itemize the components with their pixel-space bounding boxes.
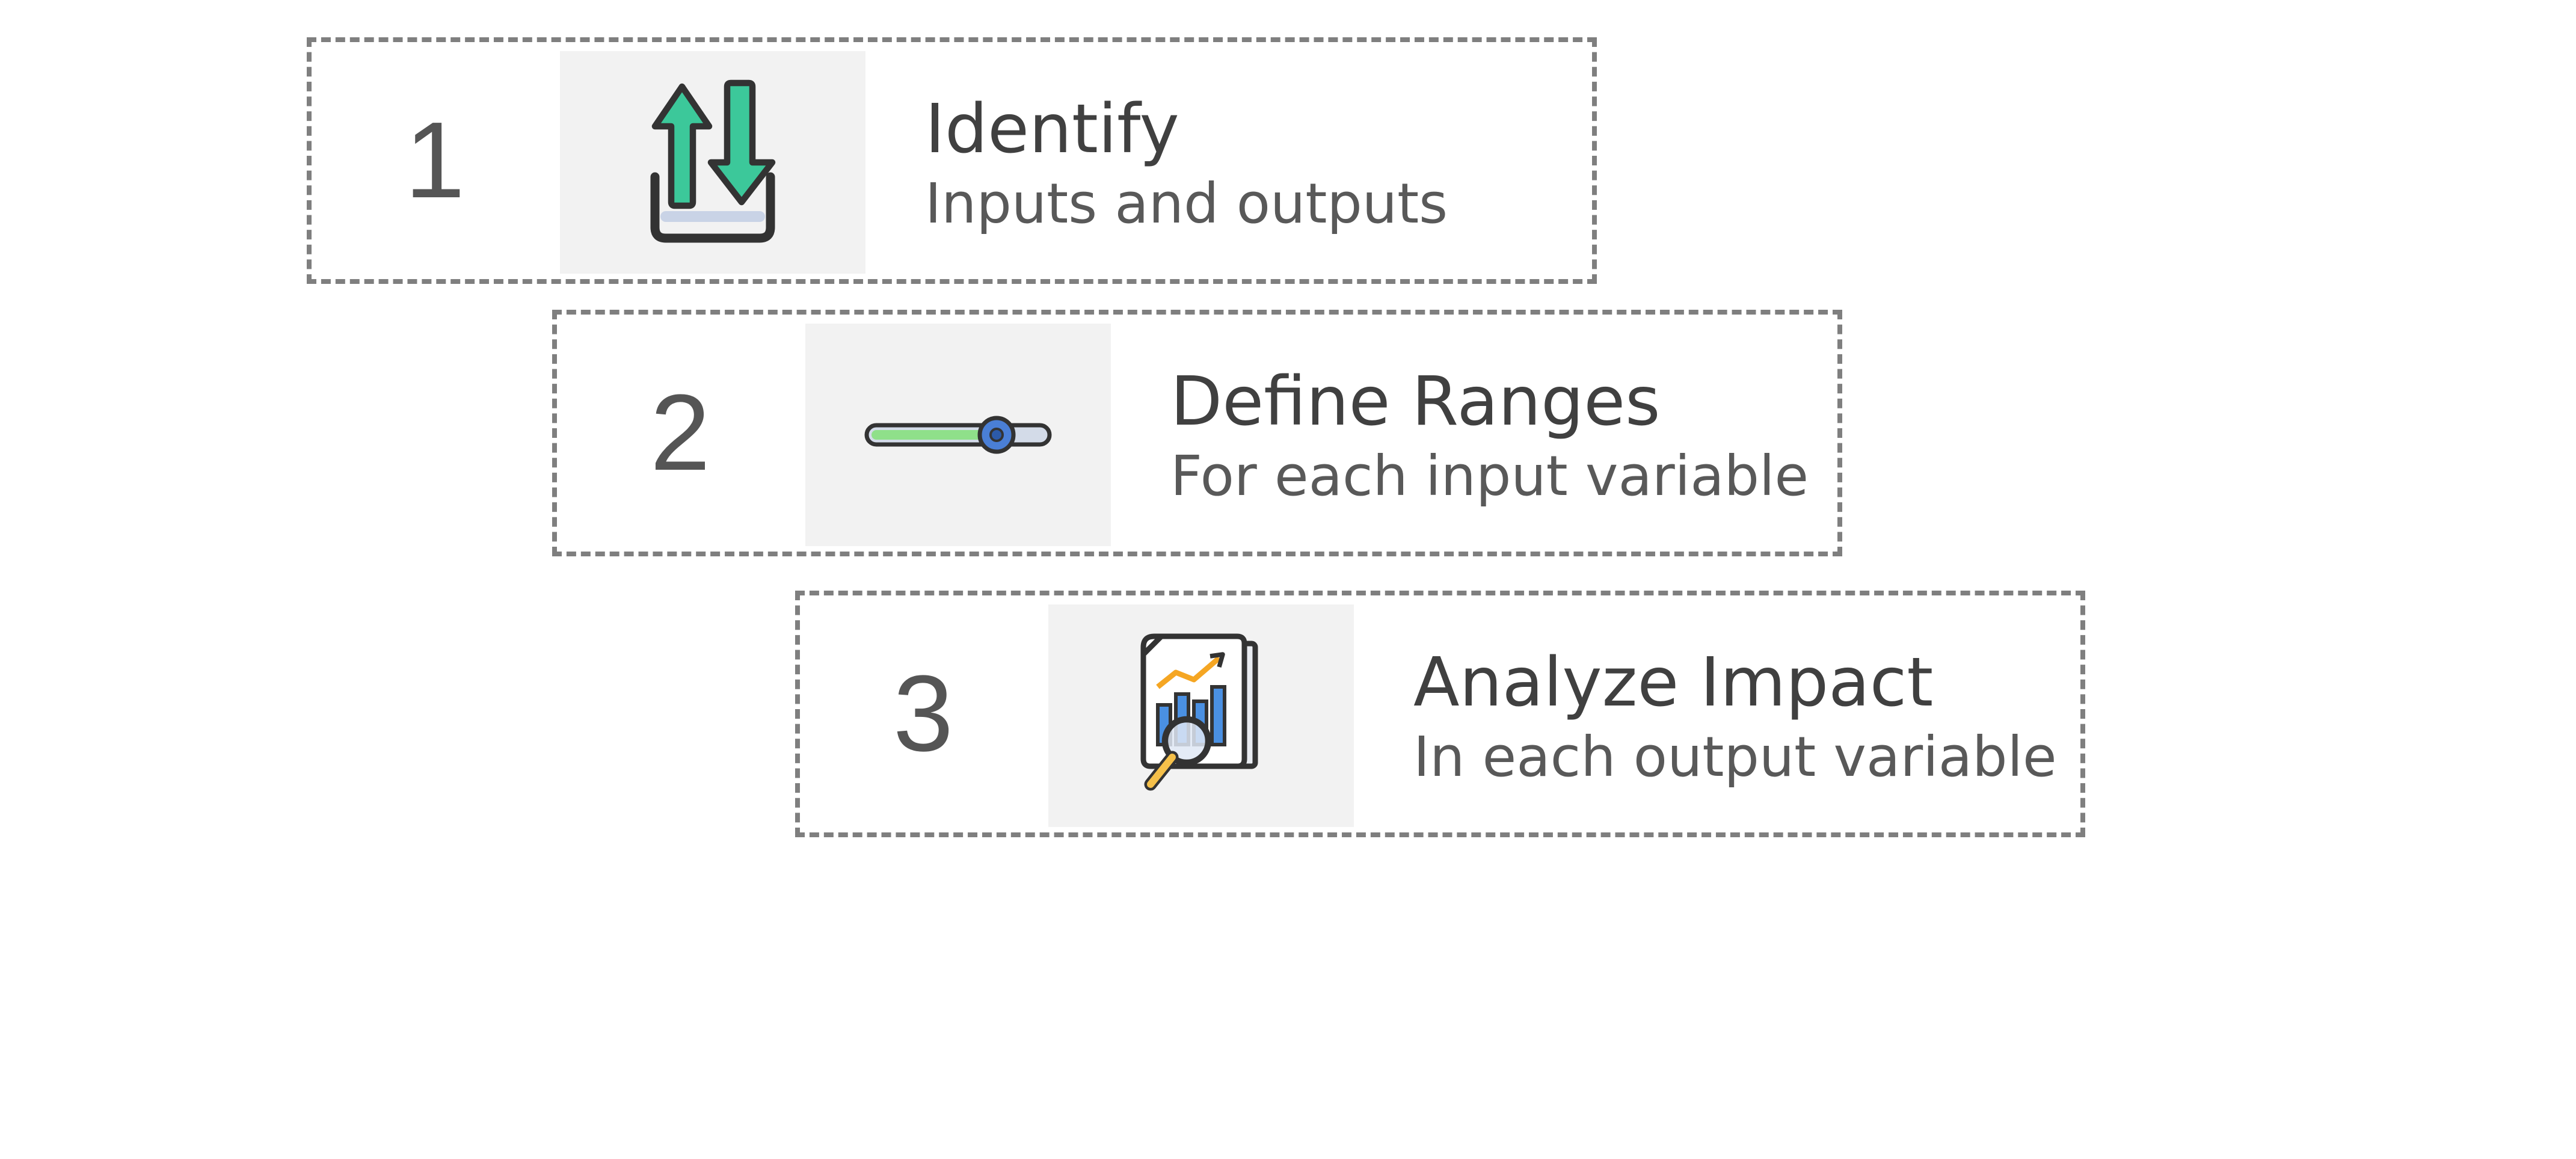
step-text: Define Ranges For each input variable [1170, 363, 1825, 511]
step-text: Analyze Impact In each output variable [1413, 644, 2068, 792]
step-text: Identify Inputs and outputs [925, 90, 1580, 238]
step-title: Analyze Impact [1413, 644, 1934, 722]
step-number: 1 [404, 100, 466, 221]
slider-icon [864, 416, 1052, 454]
step-subtitle: Inputs and outputs [925, 171, 1448, 236]
step-card-define-ranges: 2 Define Ranges For each input variable [552, 310, 1842, 556]
step-card-identify: 1 Identify Inputs and outputs [307, 37, 1597, 284]
icon-container [560, 51, 865, 274]
step-number: 3 [893, 653, 954, 774]
step-title: Identify [925, 90, 1179, 168]
icon-container [805, 324, 1111, 546]
upload-download-arrows-icon [650, 79, 776, 243]
step-number: 2 [650, 372, 711, 493]
icon-container [1048, 604, 1354, 827]
step-subtitle: For each input variable [1170, 444, 1809, 509]
step-title: Define Ranges [1170, 363, 1661, 441]
report-analysis-icon [1140, 633, 1258, 791]
step-card-analyze-impact: 3 Analyze Impact In each output variable [795, 591, 2085, 837]
step-subtitle: In each output variable [1413, 725, 2057, 790]
